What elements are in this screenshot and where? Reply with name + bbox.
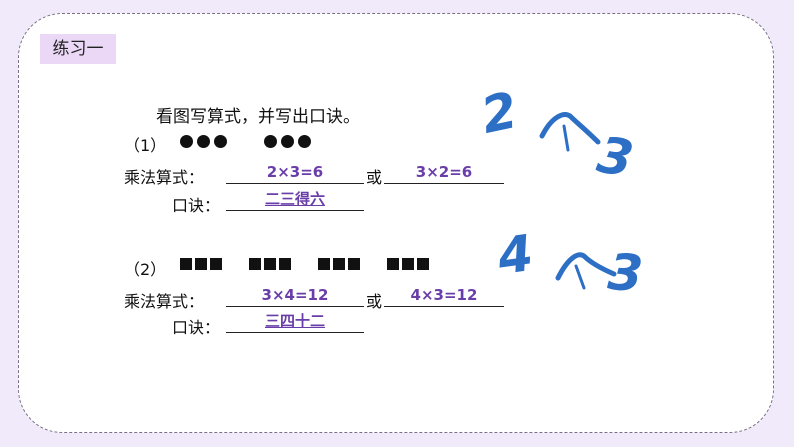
problem1-rhyme-text: 二三得六 [264,190,325,208]
problem2-number: （2） [124,260,167,279]
problem2-formula2-blank: 4×3=12 [384,284,504,307]
rhyme-label-1: 口诀： [172,196,221,215]
square [417,258,429,270]
problem1-dots [180,135,315,148]
content-card [18,13,774,433]
or-label-1: 或 [366,168,383,187]
hint1-caret-icon [539,112,601,152]
problem1-rhyme-blank: 二三得六 [226,188,364,211]
square [402,258,414,270]
hint2-left-number: 4 [494,223,537,287]
formula-label-2: 乘法算式： [124,292,205,311]
square [318,258,330,270]
formula-label-1: 乘法算式： [124,168,205,187]
problem2-rhyme-blank: 三四十二 [226,310,364,333]
square [333,258,345,270]
instruction-text: 看图写算式，并写出口诀。 [156,107,360,127]
hint2-right-number: 3 [606,242,645,304]
hint2-caret-icon [555,252,617,290]
rhyme-label-2: 口诀： [172,318,221,337]
problem2-squares [180,258,432,270]
square [387,258,399,270]
square [210,258,222,270]
square [249,258,261,270]
problem2-formula1-blank: 3×4=12 [226,284,364,307]
problem1-formula1-blank: 2×3=6 [226,161,364,184]
problem1-number: （1） [124,136,167,155]
dot [298,135,311,148]
problem2-rhyme-text: 三四十二 [264,312,325,330]
square [180,258,192,270]
dot [180,135,193,148]
dot [264,135,277,148]
square [264,258,276,270]
problem1-formula2-blank: 3×2=6 [384,161,504,184]
dot [197,135,210,148]
or-label-2: 或 [366,292,383,311]
square [348,258,360,270]
dot [281,135,294,148]
dot [214,135,227,148]
section-tag: 练习一 [40,34,116,64]
square [195,258,207,270]
square [279,258,291,270]
